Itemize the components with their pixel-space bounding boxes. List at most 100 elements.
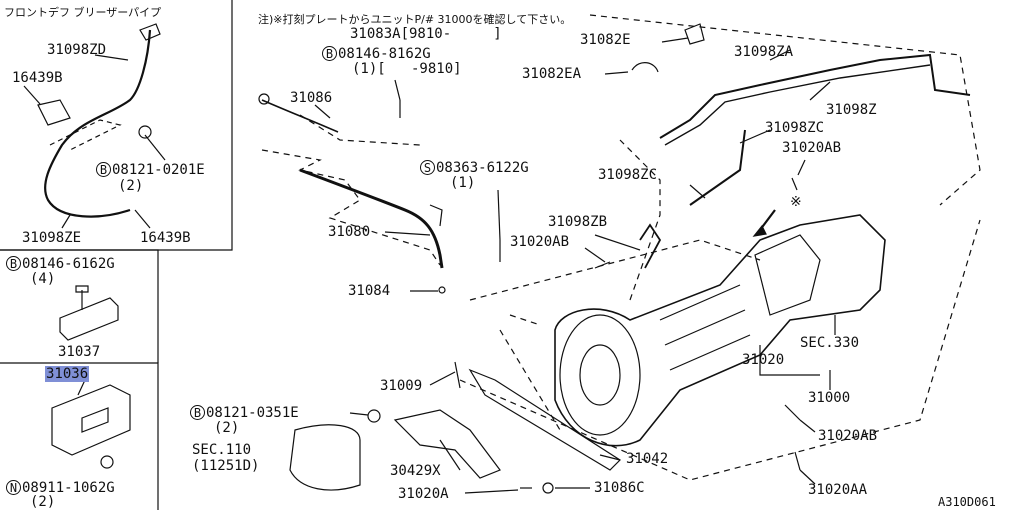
breather-pipe <box>44 29 152 218</box>
label-16439B-a: 16439B <box>12 70 63 86</box>
label-31036: 31036 <box>45 366 90 382</box>
transmission-dash-guide <box>469 239 761 431</box>
bracket-bolt-head <box>75 285 89 293</box>
nut-prefix-icon: N <box>6 480 21 495</box>
label-31098ZA: 31098ZA <box>734 44 794 60</box>
breather-dash-guide <box>49 119 122 151</box>
highlighted-part-31036: 31036 <box>45 366 90 382</box>
label-31020A: 31020A <box>398 486 449 502</box>
dipstick-31086 <box>261 99 339 133</box>
bolt-31020AB-upper <box>791 177 798 191</box>
leader-31098Z <box>809 81 831 101</box>
inset-frame-bracket <box>0 249 159 363</box>
label-31086C: 31086C <box>594 480 645 496</box>
leader-16439B-a <box>23 85 41 105</box>
clip-31082E <box>684 23 705 45</box>
label-31082EA: 31082EA <box>522 66 582 82</box>
leader-31020AA <box>799 469 816 485</box>
bolt-prefix-icon: B <box>96 162 111 177</box>
tube-dash-guide <box>619 139 661 301</box>
o-ring-31084 <box>438 286 446 294</box>
leader-08146-8162G <box>394 79 401 101</box>
leader-31020 <box>759 345 820 376</box>
bolt-31020AB-left <box>594 261 611 269</box>
dipstick-dash-guide <box>261 149 441 266</box>
torque-converter-hub <box>579 344 621 406</box>
leader-31098ZA <box>769 49 791 61</box>
qty-08121-0201E: (2) <box>118 178 144 194</box>
bolt-prefix-icon: B <box>322 46 337 61</box>
leader-31082E <box>661 37 689 43</box>
qty-08363-6122G: (1) <box>450 175 476 191</box>
label-16439B-b: 16439B <box>140 230 191 246</box>
screw-prefix-icon: S <box>420 160 435 175</box>
leader-08121-0201E <box>144 134 166 161</box>
note-line-1: 注)※打刻プレートからユニットP/# 31000を確認して下さい。 <box>258 13 572 26</box>
label-sec110: SEC.110 <box>192 442 252 458</box>
leader-31098ZE <box>61 214 71 229</box>
label-31086: 31086 <box>290 90 333 106</box>
leader-31080 <box>384 231 431 236</box>
breather-top-fitting <box>139 23 161 41</box>
label-sec110-sub: (11251D) <box>192 458 260 474</box>
label-31042: 31042 <box>626 451 669 467</box>
transfer-case <box>754 234 821 316</box>
label-31080: 31080 <box>328 224 371 240</box>
bolt-08121-0201E <box>138 125 152 139</box>
dipstick-ring <box>258 93 270 105</box>
leader-31020A <box>464 489 519 494</box>
qty-08911-1062G: (2) <box>30 494 56 510</box>
hose-31098ZB <box>639 223 662 269</box>
asterisk-mark: ※ <box>790 194 802 210</box>
qty-08121-0351E: (2) <box>214 420 240 436</box>
clip-31082EA <box>631 62 659 73</box>
torque-converter <box>559 314 641 436</box>
arrow-head <box>752 224 767 237</box>
label-31098Z: 31098Z <box>826 102 877 118</box>
leader-08363-6122G <box>497 189 501 241</box>
label-31020AA: 31020AA <box>808 482 868 498</box>
bracket-30429X <box>393 409 501 479</box>
inset-frame-controller <box>0 362 159 510</box>
leader-31098ZD <box>94 54 129 61</box>
label-31084: 31084 <box>348 283 391 299</box>
tube-31098ZA <box>659 53 971 139</box>
figure-code: A310D061 <box>938 495 996 509</box>
bolt-31009 <box>454 361 461 389</box>
qty-08146-8162G: (1)[ -9810] <box>352 61 462 77</box>
filler-tube-31080 <box>299 168 444 269</box>
label-31000: 31000 <box>808 390 851 406</box>
note-line-2: 31083A[9810- ] <box>350 26 502 42</box>
leader-31098ZC-a <box>739 129 771 144</box>
leader-31098ZC-b <box>689 184 706 199</box>
bolt-31020AB-lower <box>784 404 801 421</box>
leader-31086 <box>314 104 331 119</box>
tube-31098ZC <box>689 129 746 206</box>
label-31098ZD: 31098ZD <box>47 42 107 58</box>
brace-31042 <box>468 368 621 471</box>
inset-title: フロントデフ ブリーザーパイプ <box>4 6 162 19</box>
qty-08146-6162G: (4) <box>30 271 56 287</box>
bolt-08121-0351E <box>367 409 381 423</box>
label-30429X: 30429X <box>390 463 441 479</box>
leader-31082EA <box>604 71 629 75</box>
cover-sec110 <box>289 424 361 491</box>
label-31082E: 31082E <box>580 32 631 48</box>
tube-dash-outline <box>589 14 981 206</box>
label-31020AB-a: 31020AB <box>510 234 570 250</box>
label-31098ZC-b: 31098ZC <box>598 167 658 183</box>
nut-08911-1062G <box>100 455 114 469</box>
leader-31009 <box>429 371 456 386</box>
filler-tube-top <box>429 204 443 227</box>
leader-08121-0351E <box>349 412 369 416</box>
transmission-ribs <box>659 284 751 371</box>
label-31020AB-b: 31020AB <box>782 140 842 156</box>
leader-30429X <box>439 439 461 471</box>
leader-16439B-b <box>134 209 151 229</box>
bolt-31020AA <box>794 451 801 471</box>
